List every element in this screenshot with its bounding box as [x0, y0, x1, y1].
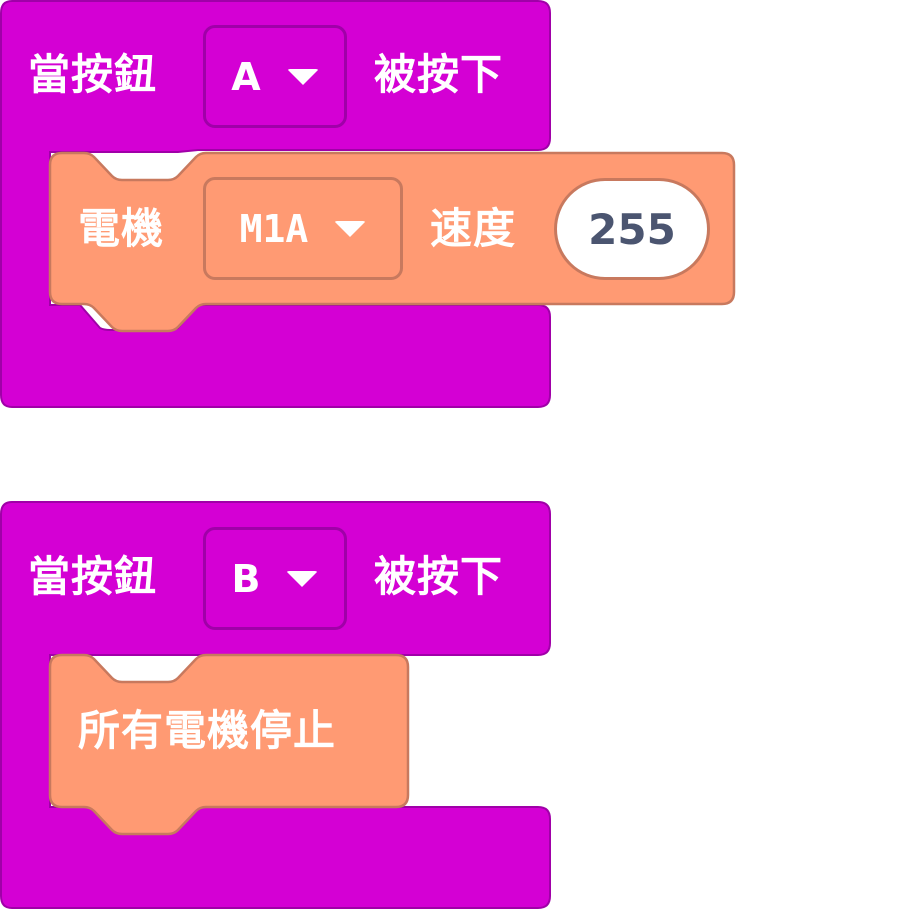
- event-prefix-label: 當按鈕: [28, 552, 158, 601]
- stop-all-motors-label: 所有電機停止: [78, 706, 337, 755]
- caret-down-icon: [286, 570, 319, 587]
- event-suffix-label: 被按下: [374, 50, 504, 99]
- motor-select-dropdown[interactable]: M1A: [203, 177, 403, 280]
- event-prefix-label: 當按鈕: [28, 50, 158, 99]
- button-select-dropdown[interactable]: A: [203, 25, 347, 128]
- speed-number-input[interactable]: 255: [554, 178, 710, 280]
- event-suffix-label: 被按下: [374, 552, 504, 601]
- caret-down-icon: [286, 68, 319, 85]
- button-select-value: A: [231, 54, 261, 99]
- speed-label: 速度: [430, 204, 517, 253]
- motor-label: 電機: [78, 204, 165, 253]
- event-block-b-shape[interactable]: [0, 501, 551, 909]
- stop-all-motors-block-shape[interactable]: [48, 653, 410, 836]
- button-select-dropdown[interactable]: B: [203, 527, 347, 630]
- caret-down-icon: [334, 220, 367, 237]
- motor-select-value: M1A: [239, 206, 309, 251]
- button-select-value: B: [231, 556, 261, 601]
